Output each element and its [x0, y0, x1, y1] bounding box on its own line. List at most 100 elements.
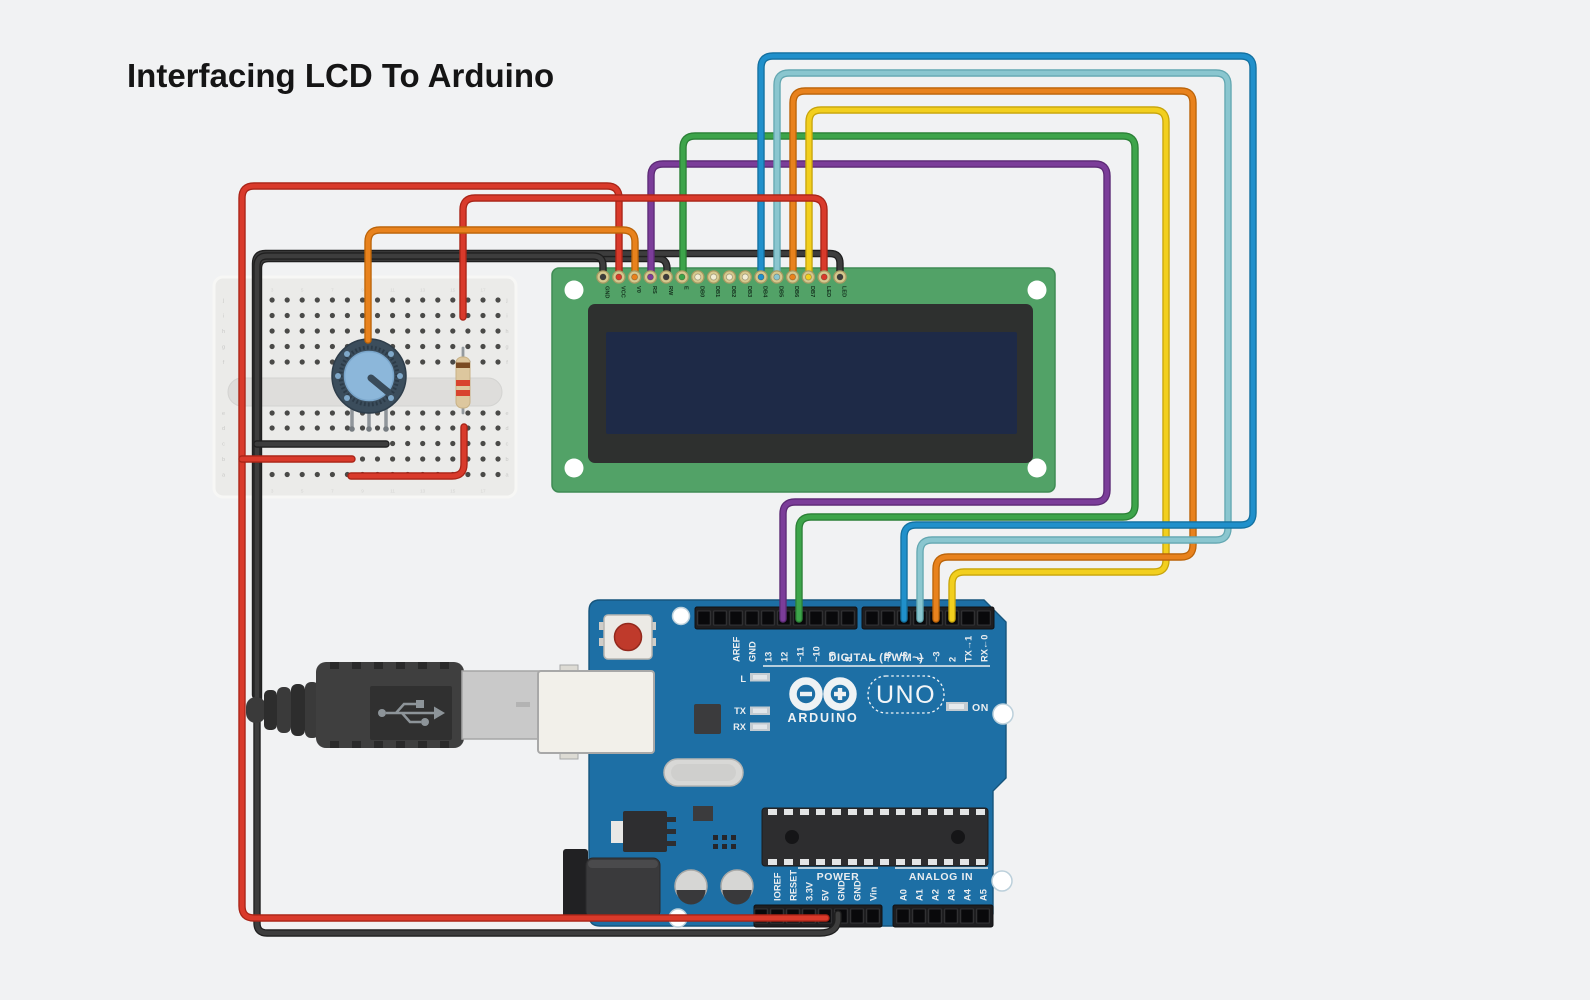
arduino-pin-label-tx1: TX→1 — [963, 636, 973, 662]
svg-text:15: 15 — [450, 288, 456, 293]
lcd-pin-label: V0 — [635, 286, 641, 293]
analog-section-label: ANALOG IN — [909, 871, 973, 883]
lcd-screen — [606, 332, 1017, 434]
svg-text:17: 17 — [480, 288, 486, 293]
svg-text:9: 9 — [361, 489, 364, 494]
page-title: Interfacing LCD To Arduino — [127, 57, 555, 94]
arduino-pin-label-a3: A3 — [946, 889, 956, 901]
lcd-pin-label: LED — [841, 286, 847, 297]
icsp-header — [713, 835, 736, 849]
svg-text:5: 5 — [301, 489, 304, 494]
lcd-mounting-holes — [564, 280, 1047, 478]
on-label: ON — [972, 702, 989, 714]
wire-db7-yellow — [806, 107, 1169, 622]
lcd-pin-label: DB5 — [777, 286, 783, 297]
svg-text:15: 15 — [450, 489, 456, 494]
svg-text:3: 3 — [271, 288, 274, 293]
power-section-label: POWER — [817, 871, 860, 883]
atmega-chip — [761, 807, 989, 867]
crystal-oscillator — [663, 758, 744, 787]
usb-cable-tip — [246, 697, 266, 723]
arduino-pin-label-13: 13 — [763, 652, 773, 662]
arduino-pin-label-a1: A1 — [914, 889, 924, 901]
arduino-pin-label-gnd: GND — [836, 880, 846, 901]
usb-icon — [378, 700, 445, 726]
svg-text:d: d — [222, 426, 225, 432]
led-label-l: L — [740, 674, 746, 684]
power-jack — [563, 849, 661, 919]
jumper-led-red — [348, 424, 467, 479]
svg-text:11: 11 — [390, 288, 395, 293]
arduino-pin-label-5: ~5 — [899, 651, 909, 662]
svg-text:13: 13 — [420, 288, 426, 293]
svg-text:3: 3 — [271, 489, 274, 494]
led-label-rx: RX — [733, 722, 747, 732]
svg-text:7: 7 — [331, 288, 334, 293]
potentiometer — [331, 338, 407, 432]
svg-text:7: 7 — [331, 489, 334, 494]
svg-text:g: g — [222, 345, 225, 351]
arduino-pin-label-5v: 5V — [820, 889, 830, 901]
lcd-pin-label: E — [683, 286, 689, 290]
wire-e-green — [680, 133, 1138, 622]
arduino-pin-label-a2: A2 — [930, 889, 940, 901]
svg-text:c: c — [506, 442, 509, 448]
arduino-pin-label-33v: 3.3V — [804, 881, 814, 901]
svg-text:13: 13 — [420, 489, 426, 494]
svg-text:17: 17 — [480, 489, 486, 494]
lcd-pin-label: DB1 — [714, 286, 720, 297]
lcd-pin-label: LED — [825, 286, 831, 297]
lcd-pin-label: DB6 — [793, 286, 799, 297]
svg-text:h: h — [505, 329, 508, 335]
svg-text:f: f — [223, 360, 225, 366]
arduino-pin-label-aref: AREF — [731, 636, 741, 662]
logo-plus-ring — [823, 677, 857, 711]
svg-text:b: b — [222, 457, 225, 463]
resistor-band-1 — [456, 362, 470, 368]
wire-db4-blue — [758, 53, 1256, 622]
svg-text:a: a — [222, 473, 226, 479]
svg-text:j: j — [505, 298, 507, 304]
digital-header-right — [861, 606, 995, 630]
logo-minus-ring — [789, 677, 823, 711]
potentiometer-pointer — [367, 374, 392, 396]
svg-text:a: a — [505, 473, 509, 479]
svg-text:b: b — [505, 457, 508, 463]
resistor-band-2 — [456, 380, 470, 386]
mounting-hole — [671, 606, 691, 626]
model-label: UNO — [876, 681, 936, 709]
potentiometer-screws — [335, 351, 403, 401]
smd-component — [693, 806, 713, 821]
lcd-pin-label: DB3 — [746, 286, 752, 297]
lcd-pin-label: DB4 — [762, 286, 768, 298]
arduino-pin-label-7: 7 — [867, 657, 877, 662]
arduino-pin-label-11: ~11 — [795, 647, 805, 662]
arduino-pin-label-6: ~6 — [883, 651, 893, 662]
wire-db6-orange — [790, 88, 1196, 622]
small-ic — [694, 704, 721, 734]
svg-text:j: j — [222, 298, 224, 304]
wire-5v-red — [239, 183, 829, 921]
lcd-pin-label: DB2 — [730, 286, 736, 297]
uno-badge: UNO — [867, 675, 945, 714]
svg-text:i: i — [506, 314, 507, 320]
svg-text:c: c — [222, 442, 225, 448]
arduino-pin-label-3: ~3 — [931, 651, 941, 662]
resistor — [455, 346, 471, 415]
arduino-pin-label-12: 12 — [779, 652, 789, 662]
wires — [238, 52, 1257, 937]
svg-text:5: 5 — [301, 288, 304, 293]
lcd-pin-label: VCC — [619, 286, 625, 298]
svg-text:11: 11 — [390, 489, 395, 494]
wire-led-anode-red — [460, 195, 827, 320]
lcd-pin-label: RS — [651, 286, 657, 294]
arduino-logo-text: ARDUINO — [788, 711, 859, 725]
svg-text:e: e — [505, 411, 508, 417]
